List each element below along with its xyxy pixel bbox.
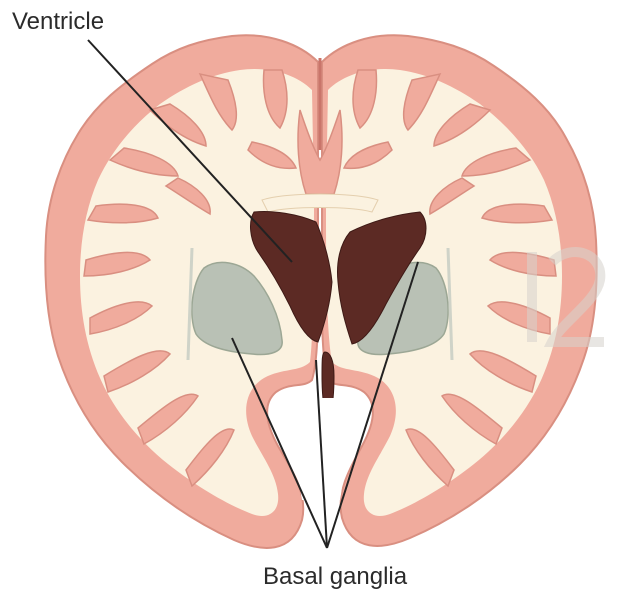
watermark [512,232,612,362]
ventricle-label: Ventricle [12,10,104,34]
basal-ganglia-label: Basal ganglia [263,565,407,589]
corpus-callosum [262,194,378,212]
